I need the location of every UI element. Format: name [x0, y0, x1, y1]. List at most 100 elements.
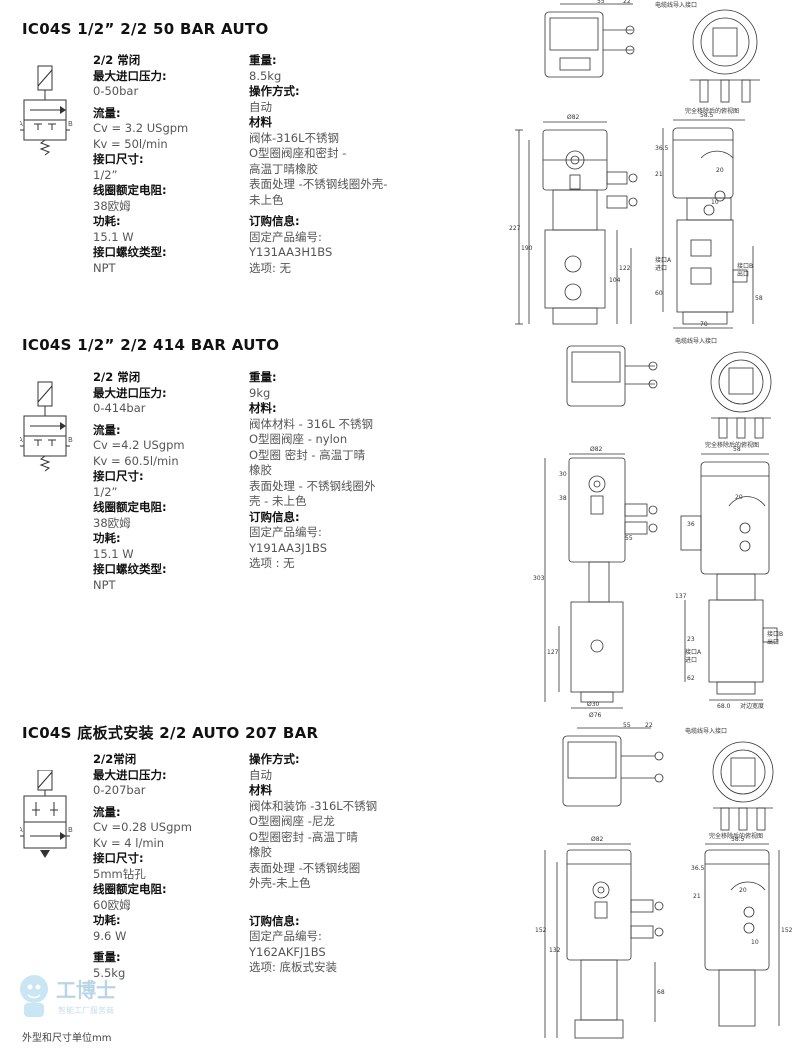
spec-value: 自动: [249, 99, 272, 114]
dim-label: 127: [547, 649, 559, 656]
spec-value: Kv = 50l/min: [93, 136, 168, 151]
spec-value: 0-414bar: [93, 401, 146, 415]
watermark-logo: 工博士 智能工厂服务商: [20, 975, 116, 1017]
dim-label: 21: [655, 171, 663, 178]
spec-value: 1/2”: [93, 484, 118, 499]
dim-label: 36.5: [655, 145, 669, 152]
spec-value: 9.6 W: [93, 928, 127, 943]
port-b-label: B: [68, 120, 73, 128]
spec-label: 订购信息:: [249, 214, 300, 228]
section2-specs-right: 重量: 9kg 材料: 阀体材料 - 316L 不锈钢 O型圈阀座 - nylo…: [249, 370, 439, 572]
spec-value: Cv = 3.2 USgpm: [93, 121, 189, 135]
dim-label: 104: [609, 277, 621, 284]
spec-label: 功耗:: [93, 214, 121, 228]
spec-value: 5.5kg: [93, 965, 126, 980]
dim-label: 62: [687, 675, 695, 682]
valve-symbol-3: A B: [20, 770, 73, 858]
spec-value: 橡胶: [249, 463, 272, 477]
footnote: 外型和尺寸单位mm: [22, 1033, 112, 1044]
spec-value: 阀体-316L不锈钢: [249, 130, 340, 145]
dim-label: 20: [716, 167, 724, 174]
section2-specs-left: 2/2 常闭 最大进口压力: 0-414bar 流量: Cv =4.2 USgp…: [93, 370, 233, 593]
spec-label: 接口尺寸:: [93, 469, 144, 483]
spec-label: 流量:: [93, 804, 121, 819]
section3-specs-right: 操作方式: 自动 材料 阀体和装饰 -316L不锈钢 O型圈阀座 -尼龙 O型圈…: [249, 752, 439, 976]
spec-value: 38欧姆: [93, 198, 131, 213]
dim-label: Ø82: [590, 446, 603, 453]
section2-technical-drawing: Ø82 58 20 55 30 38 303 137 127 Ø30 Ø76 6…: [533, 337, 783, 719]
spec-value: Cv =0.28 USgpm: [93, 820, 192, 834]
spec-label: 线圈额定电阻:: [93, 500, 167, 514]
spec-value: 固定产品编号:: [249, 929, 322, 943]
dim-label: 68: [657, 989, 665, 996]
spec-value: 高温丁晴橡胶: [249, 161, 318, 176]
drawing-note: 电缆线导入接口: [655, 1, 697, 9]
spec-label: 订购信息:: [249, 509, 300, 524]
spec-value: 9kg: [249, 385, 271, 400]
spec-value: Kv = 4 l/min: [93, 835, 165, 850]
drawing-note: 对边宽度: [740, 702, 764, 710]
spec-label: 流量:: [93, 422, 121, 437]
spec-label: 线圈额定电阻:: [93, 183, 167, 197]
dim-label: 21: [693, 893, 701, 900]
section1-specs-right: 重量: 8.5kg 操作方式: 自动 材料 阀体-316L不锈钢 O型圈阀座和密…: [249, 53, 429, 276]
section3-title: IC04S 底板式安装 2/2 AUTO 207 BAR: [22, 724, 319, 742]
spec-value: Kv = 60.5l/min: [93, 453, 179, 468]
section3-specs-left: 2/2常闭 最大进口压力: 0-207bar 流量: Cv =0.28 USgp…: [93, 752, 233, 981]
spec-value: 自动: [249, 767, 272, 782]
dim-label: 227: [509, 225, 521, 232]
dim-label: 36: [687, 521, 695, 528]
spec-value: Y131AA3H1BS: [249, 245, 333, 259]
dim-label: 20: [739, 887, 747, 894]
spec-value: O型圈阀座 -尼龙: [249, 814, 335, 828]
spec-value: NPT: [93, 577, 116, 592]
spec-label: 材料: [249, 115, 272, 129]
spec-value: Cv =4.2 USgpm: [93, 438, 185, 452]
spec-value: 橡胶: [249, 845, 272, 859]
drawing-note: 完全移除后的俯视图: [705, 441, 759, 449]
spec-value: 未上色: [249, 192, 284, 207]
spec-value: 表面处理 -不锈钢线圈外壳-: [249, 177, 388, 191]
dim-label: 10: [751, 939, 759, 946]
spec-value: 外壳-未上色: [249, 876, 311, 890]
spec-value: 壳 - 未上色: [249, 494, 307, 508]
spec-label: 最大进口压力:: [93, 767, 167, 782]
section1-title: IC04S 1/2” 2/2 50 BAR AUTO: [22, 20, 269, 38]
dim-label: 152: [781, 927, 793, 934]
drawing-note: 进口: [685, 656, 697, 664]
spec-value: O型圈阀座 - nylon: [249, 432, 348, 446]
spec-label: 订购信息:: [249, 913, 300, 928]
spec-label: 重量:: [249, 370, 277, 384]
drawing-note: 接口A: [685, 648, 702, 656]
valve-symbol-2: A B: [20, 381, 73, 472]
spec-value: 选项: 无: [249, 260, 292, 275]
spec-label: 接口螺纹类型:: [93, 245, 167, 259]
spec-label: 流量:: [93, 105, 121, 120]
spec-label: 材料: [249, 783, 272, 797]
dim-label: 60: [655, 290, 663, 297]
dim-label: 30: [559, 471, 567, 478]
spec-value: 阀体材料 - 316L 不锈钢: [249, 416, 373, 431]
drawing-note: 接口B: [767, 630, 783, 638]
spec-label: 重量:: [249, 53, 277, 67]
spec-value: 5mm钻孔: [93, 866, 146, 881]
spec-value: 选项 : 无: [249, 556, 295, 570]
dim-label: 36.5: [691, 865, 705, 872]
dim-label: 132: [549, 947, 561, 954]
spec-value: 阀体和装饰 -316L不锈钢: [249, 798, 378, 813]
dim-label: 55: [597, 0, 605, 5]
drawing-note: 出口: [767, 638, 779, 646]
dim-label: 58: [733, 446, 741, 453]
dim-label: Ø30: [587, 701, 600, 708]
spec-label: 线圈额定电阻:: [93, 882, 167, 896]
dim-label: Ø82: [567, 114, 580, 121]
drawing-note: 完全移除后的俯视图: [709, 832, 763, 840]
dim-label: 122: [619, 265, 631, 272]
spec-label: 接口尺寸:: [93, 851, 144, 865]
section1-specs-left: 2/2 常闭 最大进口压力: 0-50bar 流量: Cv = 3.2 USgp…: [93, 53, 233, 276]
drawing-note: 出口: [737, 270, 749, 278]
dim-label: Ø82: [591, 836, 604, 843]
drawing-note: 电缆线导入接口: [685, 727, 727, 735]
port-a-label: A: [20, 826, 23, 834]
spec-value: 0-207bar: [93, 783, 146, 797]
